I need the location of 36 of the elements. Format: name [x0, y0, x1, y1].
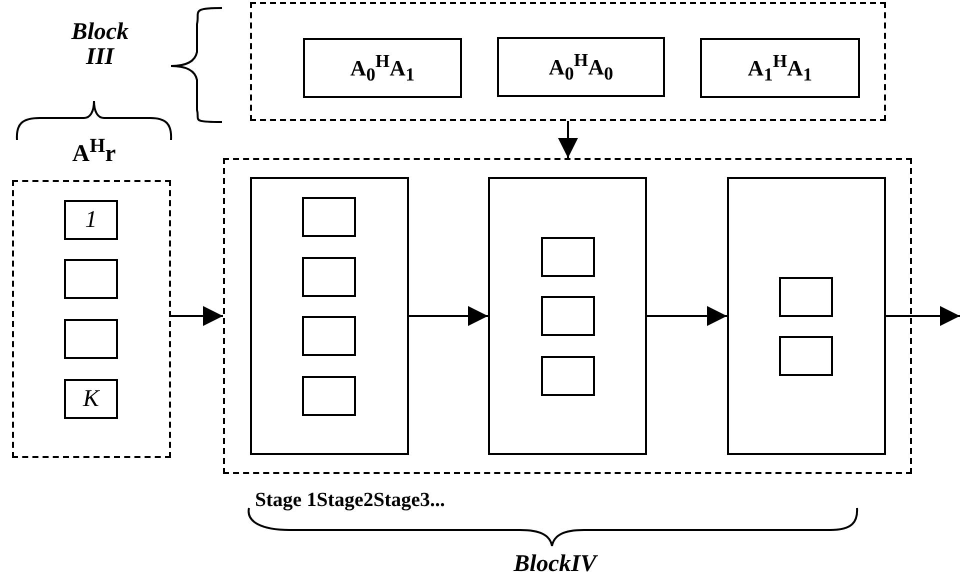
index-text: K [82, 387, 99, 411]
cell-box [302, 316, 356, 356]
arrow [647, 306, 727, 326]
stage-box [488, 177, 647, 455]
cell-box [541, 237, 595, 277]
matrix-product-text: A$_{0}$$^{H}$A$_{0}$ [548, 50, 614, 84]
stage-box [727, 177, 886, 455]
cell-box [302, 376, 356, 416]
stage-box [250, 177, 409, 455]
vector-label: A$^{H}$r [71, 136, 117, 168]
dashed-group-box [223, 158, 912, 474]
stage-label: Stage 1Stage2Stage3... [254, 490, 446, 511]
cell-box [541, 356, 595, 396]
arrow [171, 306, 223, 326]
cell-box [64, 200, 118, 240]
cell-box [302, 257, 356, 297]
cell-box [700, 38, 860, 98]
matrix-product-text: A$_{1}$$^{H}$A$_{1}$ [748, 52, 812, 84]
index-text: 1 [85, 208, 97, 232]
cell-box [64, 319, 118, 359]
dashed-group-box [12, 180, 171, 458]
cell-box [302, 197, 356, 237]
cell-box [779, 277, 833, 317]
cell-box [497, 37, 665, 97]
cell-box [64, 379, 118, 419]
matrix-product-text: A$_{0}$$^{H}$A$_{1}$ [350, 52, 415, 84]
cell-box [64, 259, 118, 299]
block-label: Block III [70, 20, 130, 70]
arrow [409, 306, 488, 326]
arrow [886, 306, 960, 326]
block-label: BlockIV [512, 552, 599, 578]
dashed-group-box [250, 2, 886, 121]
arrow [558, 121, 578, 158]
cell-box [541, 296, 595, 336]
cell-box [779, 336, 833, 376]
cell-box [303, 38, 462, 98]
